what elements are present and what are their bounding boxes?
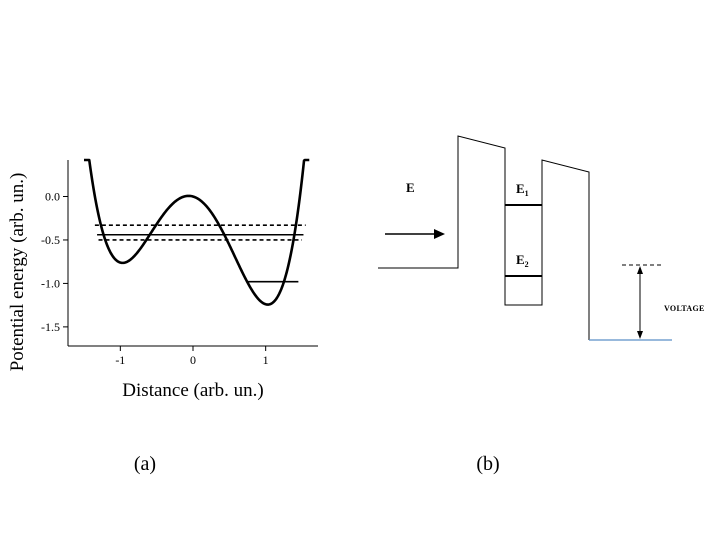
- level-e1-label: E1: [516, 181, 529, 198]
- field-label: E: [406, 180, 415, 195]
- x-ticks: -1 0 1: [115, 346, 269, 367]
- field-arrowhead: [434, 229, 445, 239]
- y-tick-label-1: -0.5: [41, 233, 60, 247]
- energy-levels: [94, 224, 306, 283]
- x-tick-label-1: 0: [190, 353, 196, 367]
- y-tick-label-2: -1.0: [41, 276, 60, 290]
- panel-label-a: (a): [134, 453, 156, 475]
- y-ticks: 0.0 -0.5 -1.0 -1.5: [41, 190, 68, 334]
- level-e2-label: E2: [516, 252, 529, 269]
- level-e2-subscript: 2: [525, 260, 529, 269]
- y-axis-title: Potential energy (arb. un.): [7, 173, 28, 372]
- voltage-label: VOLTAGE: [664, 304, 705, 313]
- x-axis-title: Distance (arb. un.): [122, 380, 263, 401]
- band-diagram: [378, 135, 672, 341]
- panel-label-b: (b): [476, 453, 499, 475]
- potential-curve: [83, 158, 310, 306]
- x-tick-label-0: -1: [115, 353, 125, 367]
- band-edge-outline: [378, 135, 590, 340]
- potential-curve-line: [83, 158, 310, 306]
- potential-plot: 0.0 -0.5 -1.0 -1.5 -1 0 1 Distance (arb. un.)…: [7, 158, 318, 401]
- voltage-arrowhead-top: [637, 266, 643, 274]
- voltage-arrowhead-bottom: [637, 331, 643, 339]
- level-e2-letter: E: [516, 252, 525, 267]
- level-e1-letter: E: [516, 181, 525, 196]
- x-tick-label-2: 1: [263, 353, 269, 367]
- y-tick-label-3: -1.5: [41, 320, 60, 334]
- level-e1-subscript: 1: [525, 189, 529, 198]
- y-tick-label-0: 0.0: [45, 190, 60, 204]
